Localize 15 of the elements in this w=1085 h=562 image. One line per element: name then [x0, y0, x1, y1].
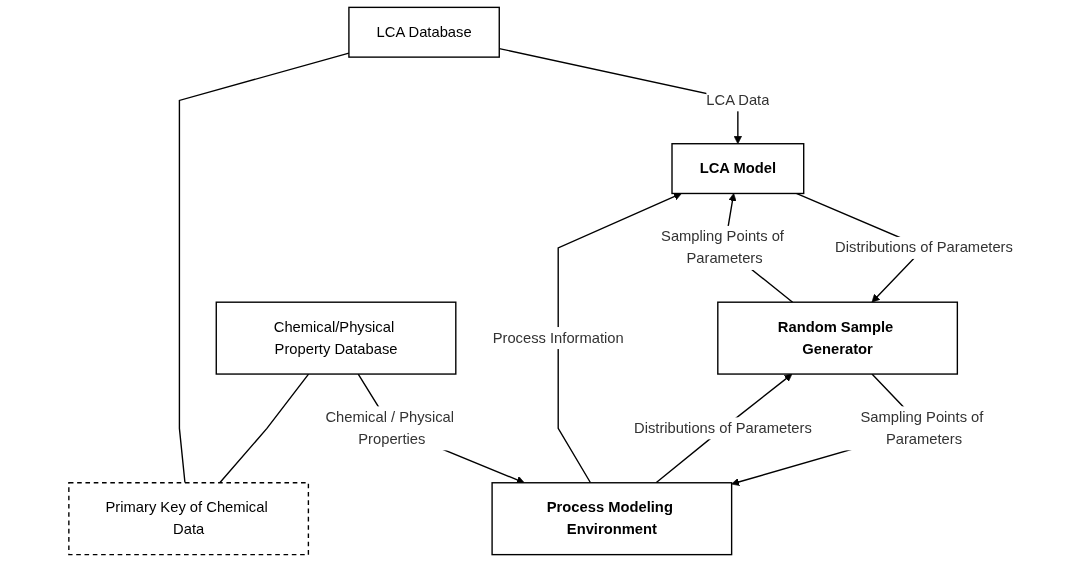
node-box: Process Modeling Environment — [491, 482, 733, 556]
edge-label: Sampling Points of Parameters — [860, 409, 984, 447]
edge-label: Distributions of Parameters — [835, 239, 1013, 256]
arrow — [557, 192, 682, 484]
node-box: Primary Key of Chemical Data — [68, 482, 310, 556]
edge-label: Sampling Points of Parameters — [661, 228, 784, 267]
node-box: LCA Model — [671, 143, 805, 195]
node-box: Random Sample Generator — [717, 301, 959, 375]
node-box: Chemical/Physical Property Database — [215, 301, 457, 375]
edge-label: Chemical / Physical Properties — [325, 409, 455, 447]
edge-label: Distributions of Parameters — [634, 420, 812, 436]
node-box: LCA Database — [348, 6, 500, 58]
connector — [219, 373, 310, 484]
edge-label: Process Information — [492, 329, 624, 346]
edge-label: LCA Data — [706, 92, 770, 108]
